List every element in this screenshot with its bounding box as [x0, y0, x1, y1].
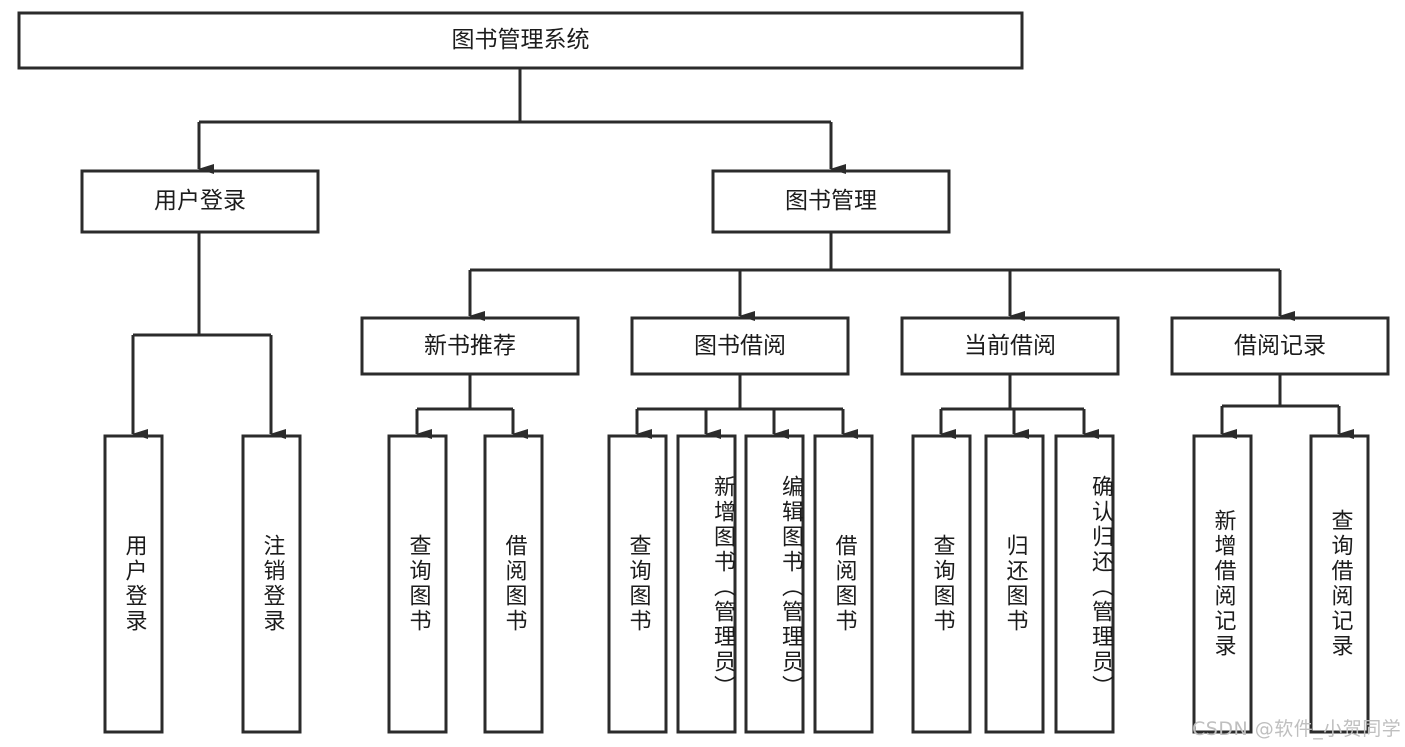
node-box-user-login[interactable]	[80, 169, 320, 234]
watermark-text: CSDN @软件_小贺同学	[1192, 718, 1402, 740]
node-box-leaf-borrow-book-2[interactable]	[813, 434, 874, 734]
node-box-leaf-return-book[interactable]	[984, 434, 1045, 734]
node-box-leaf-add-book[interactable]	[676, 434, 737, 734]
node-box-leaf-query-book-1[interactable]	[387, 434, 448, 734]
node-box-leaf-edit-book[interactable]	[744, 434, 805, 734]
node-box-leaf-logout[interactable]	[241, 434, 302, 734]
node-box-root[interactable]	[17, 11, 1024, 70]
node-box-leaf-confirm-return[interactable]	[1054, 434, 1115, 734]
node-box-borrow-record[interactable]	[1170, 316, 1390, 376]
node-box-leaf-query-book-2[interactable]	[607, 434, 668, 734]
node-box-book-management[interactable]	[711, 169, 951, 234]
node-box-current-borrow[interactable]	[900, 316, 1120, 376]
node-box-leaf-add-record[interactable]	[1192, 434, 1253, 734]
node-box-leaf-user-login[interactable]	[103, 434, 164, 734]
node-box-leaf-borrow-book-1[interactable]	[483, 434, 544, 734]
node-box-book-borrow[interactable]	[630, 316, 850, 376]
node-box-new-book-recommend[interactable]	[360, 316, 580, 376]
node-box-leaf-query-book-3[interactable]	[911, 434, 972, 734]
node-box-leaf-query-record[interactable]	[1309, 434, 1370, 734]
